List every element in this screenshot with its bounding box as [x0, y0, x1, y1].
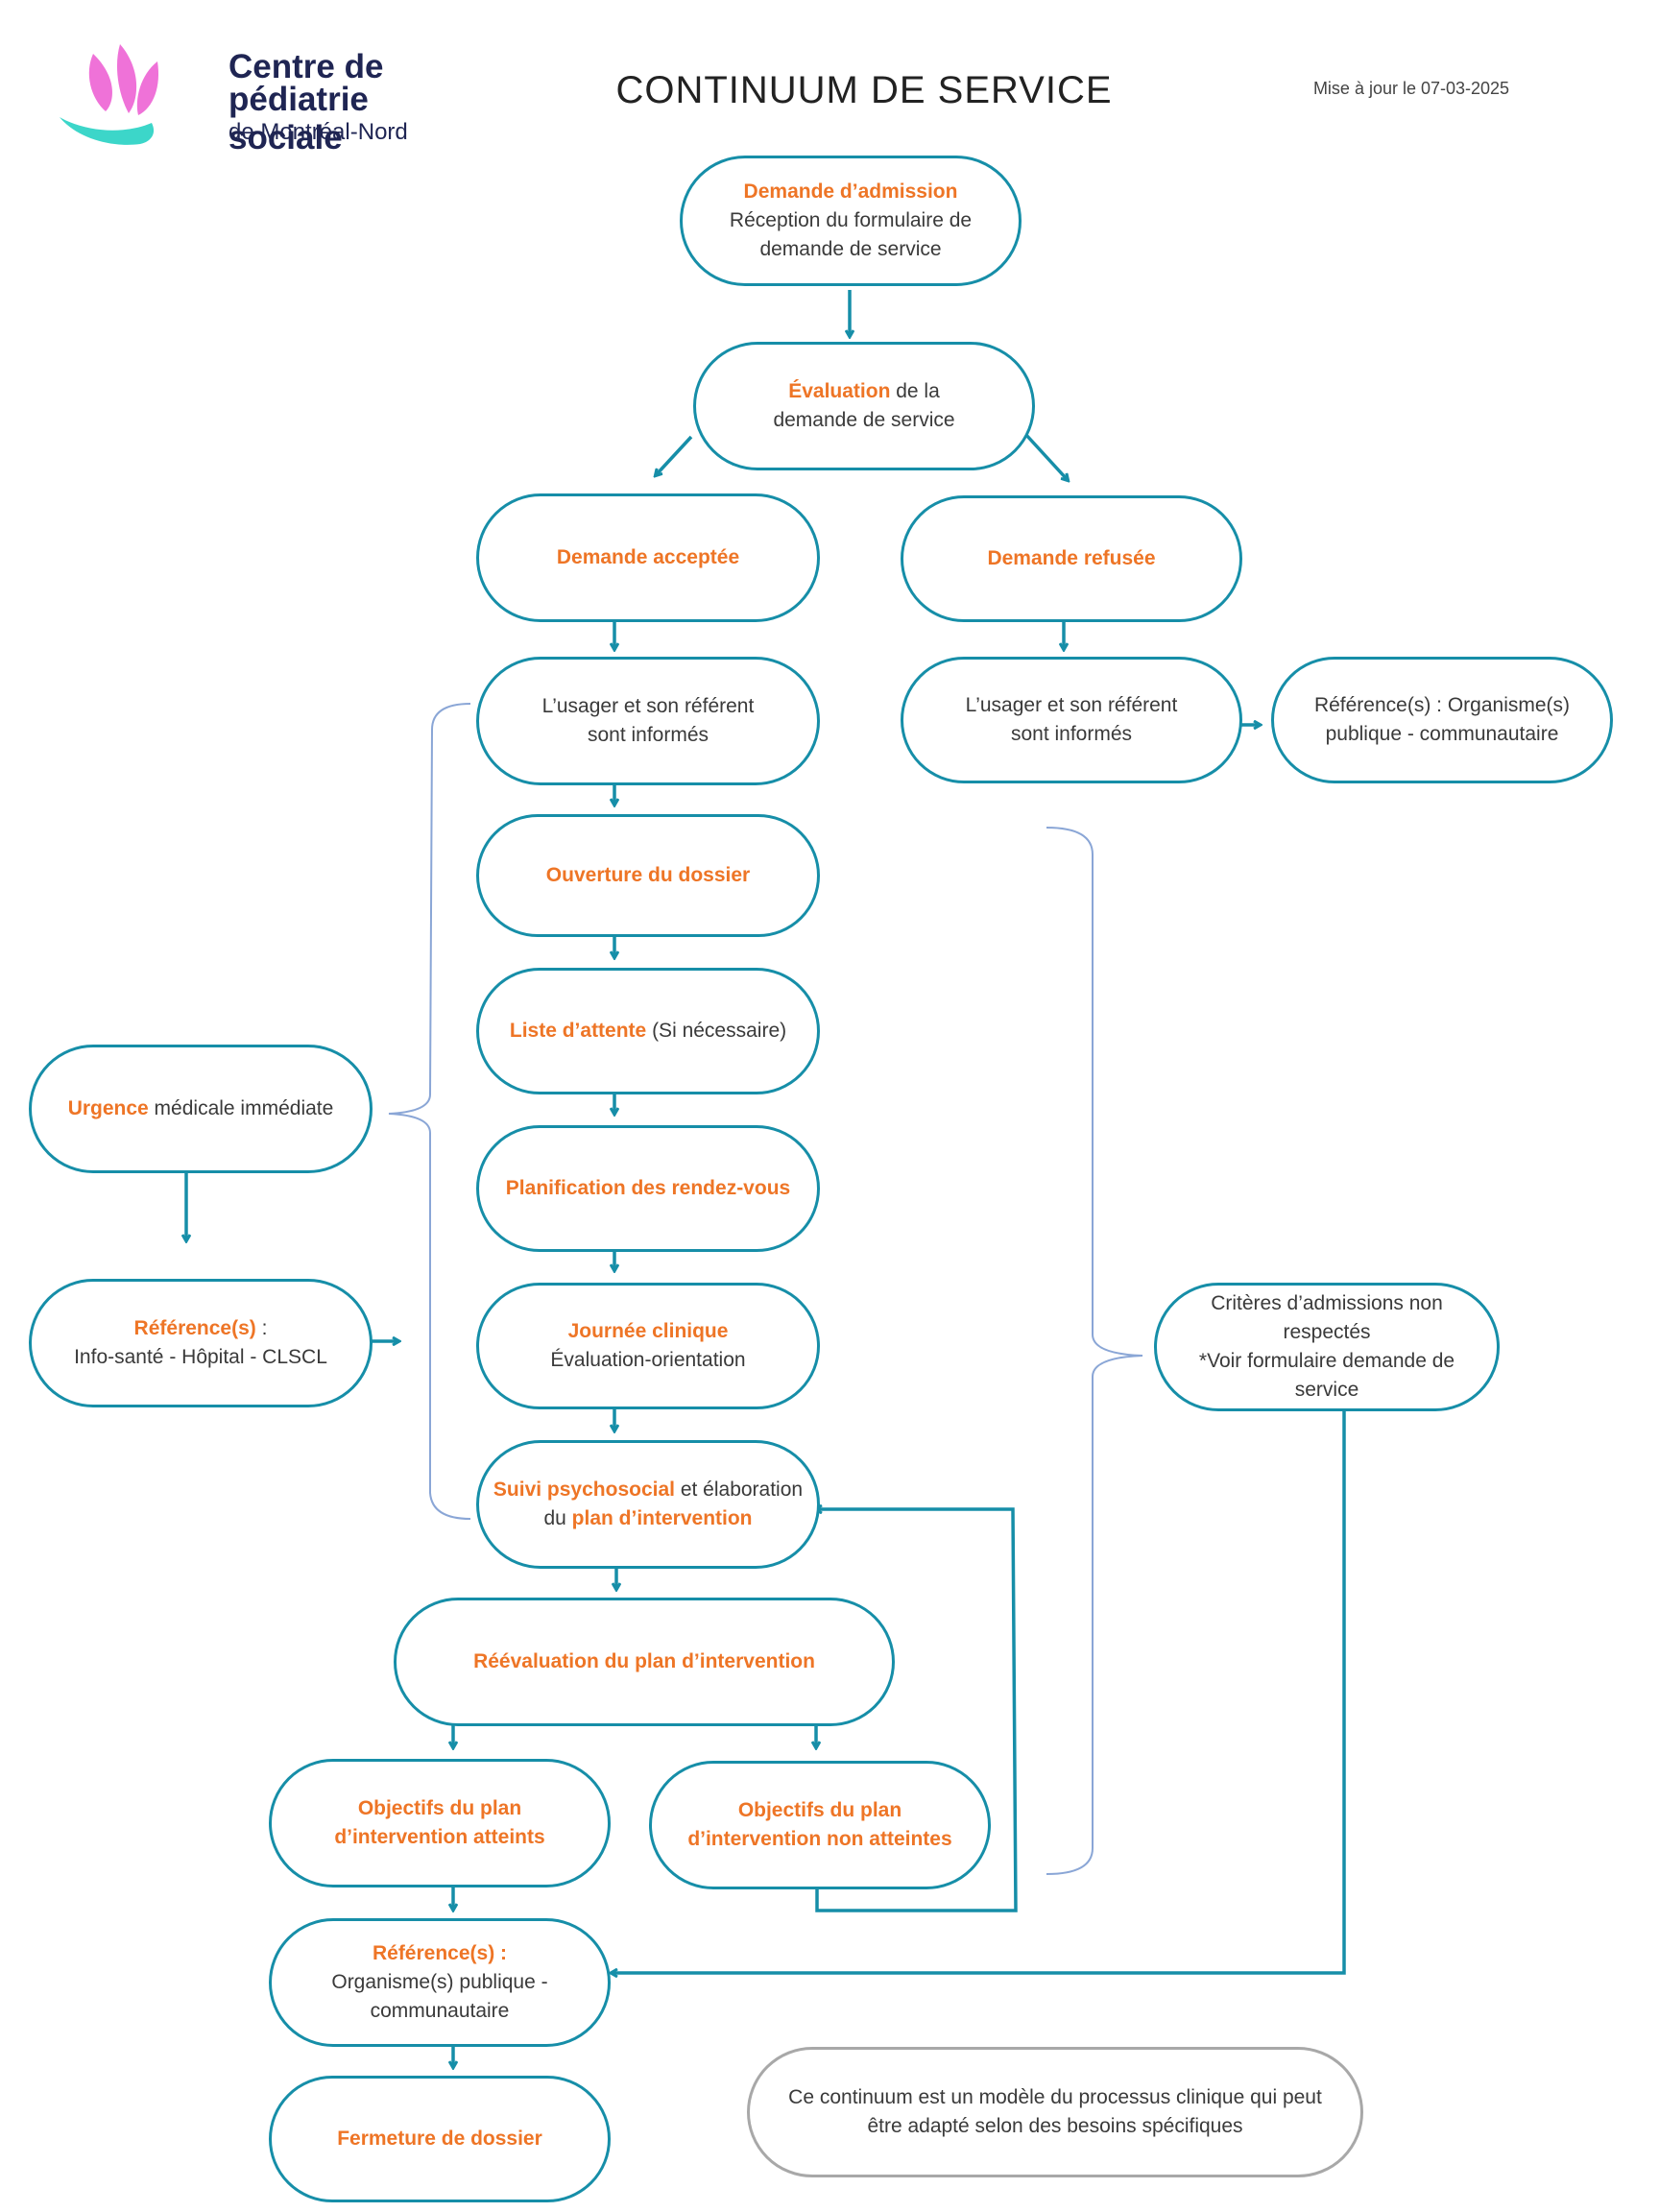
node-text-line: Liste d’attente (Si nécessaire): [510, 1017, 786, 1046]
arrow-evaluation-refused: [1023, 432, 1068, 480]
node-text: de la: [890, 380, 940, 402]
bracket-right: [1046, 827, 1143, 1875]
node-text: du: [543, 1507, 572, 1529]
node-text: Info-santé - Hôpital - CLSCL: [74, 1346, 327, 1368]
node-referral-organisms: Référence(s) : Organisme(s) publique - c…: [1271, 657, 1613, 783]
node-medical-urgency: Urgence médicale immédiate: [29, 1045, 373, 1173]
node-text-line: du plan d’intervention: [543, 1504, 752, 1533]
node-clinical-day: Journée clinique Évaluation-orientation: [476, 1283, 820, 1409]
node-label: Demande acceptée: [556, 546, 740, 568]
page-title: CONTINUUM DE SERVICE: [615, 69, 1113, 111]
node-label: Journée clinique: [567, 1320, 729, 1342]
bracket-left: [388, 703, 471, 1520]
node-text: demande de service: [759, 238, 942, 260]
node-plan-reevaluation: Réévaluation du plan d’intervention: [394, 1598, 895, 1726]
logo-text-line2: pédiatrie sociale: [228, 81, 369, 156]
node-text: demande de service: [773, 409, 955, 431]
node-label: Ouverture du dossier: [545, 864, 751, 886]
node-user-informed-refused: L’usager et son référent sont informés: [901, 657, 1242, 783]
node-text: :: [255, 1317, 268, 1339]
node-file-opening: Ouverture du dossier: [476, 814, 820, 937]
node-text: (Si nécessaire): [646, 1020, 787, 1042]
node-admission-request: Demande d’admission Réception du formula…: [680, 156, 1022, 286]
node-text: Organisme(s) publique -: [331, 1971, 548, 1993]
node-waiting-list: Liste d’attente (Si nécessaire): [476, 968, 820, 1094]
node-psychosocial-followup: Suivi psychosocial et élaboration du pla…: [476, 1440, 820, 1569]
node-text-line: Suivi psychosocial et élaboration: [493, 1476, 803, 1504]
node-label: plan d’intervention: [571, 1507, 753, 1529]
node-label: Suivi psychosocial: [493, 1479, 675, 1501]
note-adaptable-model: Ce continuum est un modèle du processus …: [747, 2047, 1363, 2177]
node-label: Référence(s): [133, 1317, 256, 1339]
note-text: Ce continuum est un modèle du processus …: [788, 2086, 1322, 2108]
node-goals-met: Objectifs du plan d’intervention atteint…: [269, 1759, 611, 1887]
node-text: L’usager et son référent: [541, 695, 755, 717]
node-appointment-planning: Planification des rendez-vous: [476, 1125, 820, 1252]
node-text: L’usager et son référent: [965, 694, 1178, 716]
node-text: médicale immédiate: [148, 1097, 334, 1119]
node-text: sont informés: [587, 724, 709, 746]
node-text-line: Référence(s) :: [134, 1314, 268, 1343]
node-request-refused: Demande refusée: [901, 495, 1242, 622]
node-text-line: Évaluation de la: [788, 377, 940, 406]
logo: Centre de pédiatrie sociale de Montréal-…: [58, 35, 461, 156]
node-text: communautaire: [370, 2000, 510, 2022]
node-text: Réception du formulaire de: [729, 209, 973, 231]
node-text: service: [1294, 1379, 1359, 1401]
node-label: Objectifs du plan: [357, 1797, 522, 1819]
node-label: Planification des rendez-vous: [505, 1177, 791, 1199]
logo-text-line1: Centre de: [228, 48, 384, 85]
note-text: être adapté selon des besoins spécifique…: [867, 2115, 1243, 2137]
node-label: Urgence: [67, 1097, 149, 1119]
node-label: Référence(s) :: [372, 1942, 508, 1964]
node-file-closing: Fermeture de dossier: [269, 2076, 611, 2202]
arrow-evaluation-accepted: [656, 435, 693, 475]
node-evaluation: Évaluation de la demande de service: [693, 342, 1035, 470]
node-referral-health: Référence(s) : Info-santé - Hôpital - CL…: [29, 1279, 373, 1407]
node-label: Réévaluation du plan d’intervention: [473, 1650, 815, 1672]
node-label: Liste d’attente: [509, 1020, 647, 1042]
node-user-informed-accepted: L’usager et son référent sont informés: [476, 657, 820, 785]
node-label: Demande refusée: [987, 547, 1156, 569]
node-text: Critères d’admissions non: [1211, 1292, 1443, 1314]
node-text: Référence(s) : Organisme(s): [1313, 694, 1571, 716]
node-text: et élaboration: [674, 1479, 804, 1501]
update-date: Mise à jour le 07-03-2025: [1312, 79, 1510, 98]
node-label: Fermeture de dossier: [337, 2128, 542, 2150]
node-label: Évaluation: [788, 380, 891, 402]
node-text-line: Urgence médicale immédiate: [68, 1094, 334, 1123]
node-request-accepted: Demande acceptée: [476, 493, 820, 622]
node-goals-not-met: Objectifs du plan d’intervention non att…: [649, 1761, 991, 1889]
node-text: *Voir formulaire demande de: [1198, 1350, 1455, 1372]
node-label: d’intervention non atteintes: [687, 1828, 952, 1850]
node-label: Objectifs du plan: [737, 1799, 902, 1821]
logo-flower-icon: [60, 44, 159, 145]
node-referral-final: Référence(s) : Organisme(s) publique - c…: [269, 1918, 611, 2047]
node-label: Demande d’admission: [743, 180, 958, 203]
node-label: d’intervention atteints: [334, 1826, 545, 1848]
node-text: sont informés: [1010, 723, 1133, 745]
node-text: respectés: [1283, 1321, 1371, 1343]
logo-text-line3: de Montréal-Nord: [228, 119, 408, 145]
loop-unmet-to-followup: [816, 1509, 1018, 1912]
line-criteria-to-referral: [612, 1405, 1346, 1973]
node-text: publique - communautaire: [1325, 723, 1559, 745]
node-text: Évaluation-orientation: [550, 1349, 746, 1371]
node-admission-criteria-not-met: Critères d’admissions non respectés *Voi…: [1154, 1283, 1500, 1411]
